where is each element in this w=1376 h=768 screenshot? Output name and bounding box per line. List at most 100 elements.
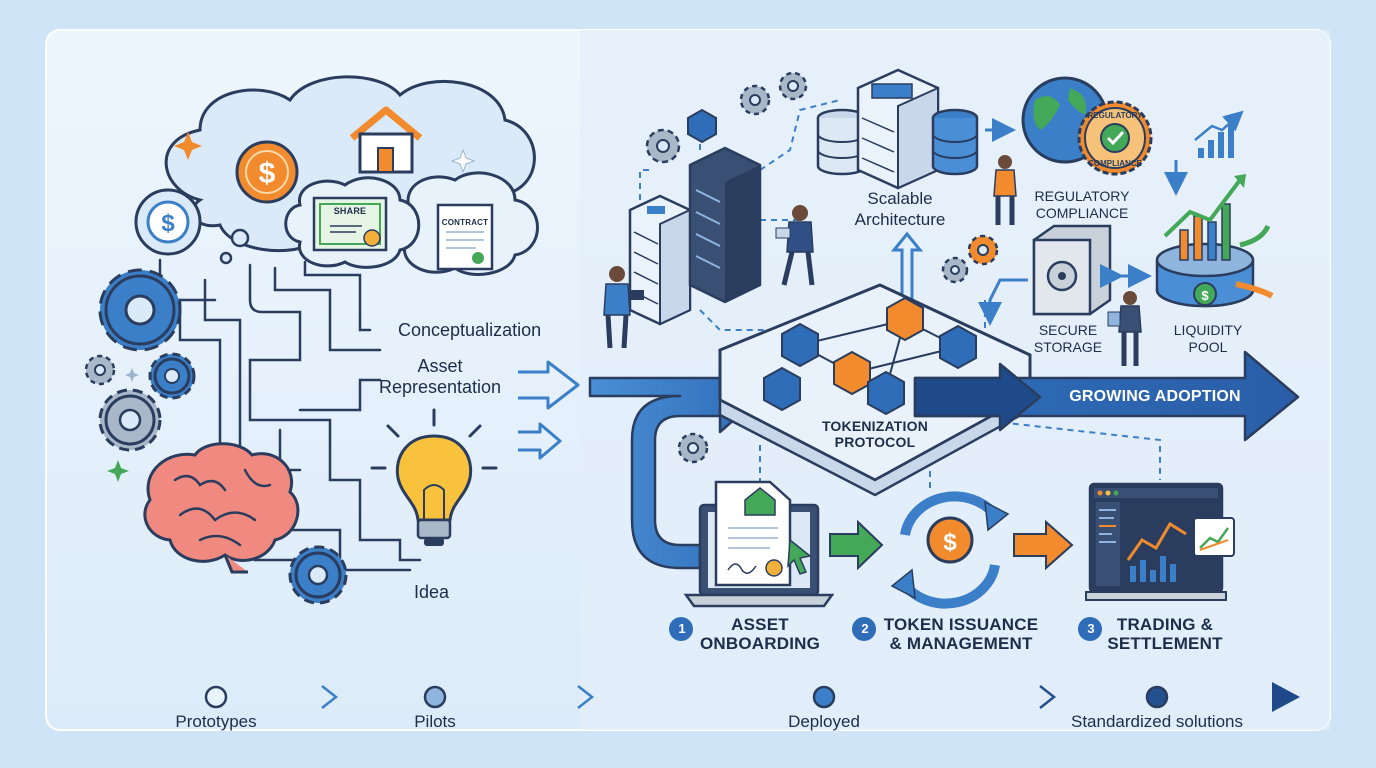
growing-adoption-label: GROWING ADOPTION	[1069, 388, 1241, 405]
step-3-line2: SETTLEMENT	[1107, 634, 1223, 653]
tokenization-line2: PROTOCOL	[834, 434, 916, 450]
step-2-line2: & MANAGEMENT	[889, 634, 1033, 653]
dollar-clock-icon: $	[146, 200, 190, 244]
timeline-label-prototypes: Prototypes	[175, 712, 257, 731]
svg-text:$: $	[259, 157, 276, 190]
liquidity-line1: LIQUIDITY	[1173, 322, 1243, 338]
server-rack-icon	[688, 146, 762, 304]
step-2-label: TOKEN ISSUANCE & MANAGEMENT	[876, 615, 1046, 653]
gear-icon	[778, 71, 808, 101]
token-cycle-icon	[890, 491, 1010, 609]
brain-icon	[143, 442, 300, 574]
step-badge	[1078, 617, 1102, 641]
sparkle-icon	[125, 368, 139, 382]
lightbulb-icon	[370, 408, 498, 546]
regulatory-compliance-label: REGULATORY COMPLIANCE	[1012, 188, 1152, 222]
person-icon	[993, 155, 1017, 225]
sparkle-icon	[107, 460, 129, 482]
step-badge	[852, 617, 876, 641]
gear-icon	[84, 354, 116, 386]
step-badge	[669, 617, 693, 641]
gear-icon	[645, 128, 681, 164]
person-icon	[1107, 291, 1142, 366]
asset-representation-label: Asset Representation	[370, 356, 510, 398]
liquidity-line2: POOL	[1188, 339, 1228, 355]
token-dollar-icon: $	[943, 529, 957, 556]
compliance-badge-icon	[1077, 100, 1153, 176]
idea-label: Idea	[414, 582, 450, 602]
step-number-1: 1	[678, 621, 686, 636]
contract-label: CONTRACT	[441, 218, 489, 227]
outline-arrow	[518, 422, 562, 460]
secure-line2: STORAGE	[1033, 339, 1103, 355]
person-icon	[775, 205, 815, 286]
regulatory-line2: COMPLIANCE	[1035, 205, 1129, 221]
sparkle-icon	[450, 148, 476, 174]
pool-dollar-icon: $	[1201, 288, 1209, 303]
step-1-label: ASSET ONBOARDING	[690, 615, 830, 653]
mini-chart-icon	[1194, 110, 1244, 158]
liquidity-pool-icon	[1155, 174, 1274, 308]
gear-icon	[941, 256, 969, 284]
timeline-node	[423, 685, 447, 709]
gear-icon	[148, 352, 196, 400]
timeline-node	[1145, 685, 1169, 709]
scalable-line2: Architecture	[854, 210, 946, 229]
cube-icon	[687, 108, 717, 144]
gear-icon	[98, 268, 182, 352]
badge-text-bottom: COMPLIANCE	[1088, 159, 1142, 168]
gear-icon	[739, 84, 771, 116]
timeline-label-standardized: Standardized solutions	[1070, 712, 1243, 731]
tokenization-protocol-label: TOKENIZATION PROTOCOL	[800, 418, 950, 450]
timeline-node	[812, 685, 836, 709]
sparkle-icon	[174, 132, 202, 160]
step-3-line1: TRADING &	[1116, 615, 1214, 634]
gear-icon	[967, 234, 999, 266]
coin-icon: $	[235, 140, 299, 204]
server-stack-icon	[856, 68, 940, 190]
step-1-line2: ONBOARDING	[699, 634, 821, 653]
timeline-label-deployed: Deployed	[788, 712, 860, 731]
badge-text-top: REGULATORY	[1088, 111, 1144, 120]
growing-adoption-arrow	[913, 350, 1300, 442]
connector-arrow	[978, 278, 1028, 326]
liquidity-pool-label: LIQUIDITY POOL	[1158, 322, 1258, 356]
safe-icon	[1032, 224, 1112, 316]
contract-document-icon	[436, 203, 494, 271]
cube-icon	[939, 324, 977, 370]
gear-icon	[288, 545, 348, 605]
outline-arrow	[518, 360, 580, 410]
gear-icon	[677, 432, 709, 464]
gear-icon	[98, 388, 162, 452]
conceptualization-label: Conceptualization	[398, 320, 542, 340]
secure-storage-label: SECURE STORAGE	[1018, 322, 1118, 356]
house-icon	[349, 106, 423, 174]
timeline-label-pilots: Pilots	[414, 712, 456, 731]
green-arrow	[829, 519, 884, 571]
trading-dashboard-icon	[1085, 482, 1235, 601]
up-arrows	[890, 231, 924, 300]
scalable-line1: Scalable	[867, 189, 933, 208]
share-certificate-icon	[312, 196, 388, 252]
server-rack-icon	[628, 194, 692, 326]
step-number-2: 2	[861, 621, 869, 636]
timeline	[78, 682, 1300, 712]
share-label: SHARE	[333, 206, 367, 216]
cube-icon	[763, 366, 801, 412]
scalable-architecture-label: Scalable Architecture	[830, 188, 970, 230]
svg-text:$: $	[161, 210, 175, 237]
cube-icon	[886, 296, 924, 342]
tokenization-line1: TOKENIZATION	[821, 418, 929, 434]
step-1-line1: ASSET	[731, 615, 789, 634]
regulatory-line1: REGULATORY	[1034, 188, 1130, 204]
secure-line1: SECURE	[1038, 322, 1098, 338]
cube-icon	[833, 350, 871, 396]
step-3-label: TRADING & SETTLEMENT	[1100, 615, 1230, 653]
database-icon	[931, 108, 979, 176]
step-number-3: 3	[1087, 621, 1095, 636]
document-icon	[714, 480, 812, 587]
cube-icon	[781, 322, 819, 368]
orange-arrow	[1013, 519, 1074, 571]
